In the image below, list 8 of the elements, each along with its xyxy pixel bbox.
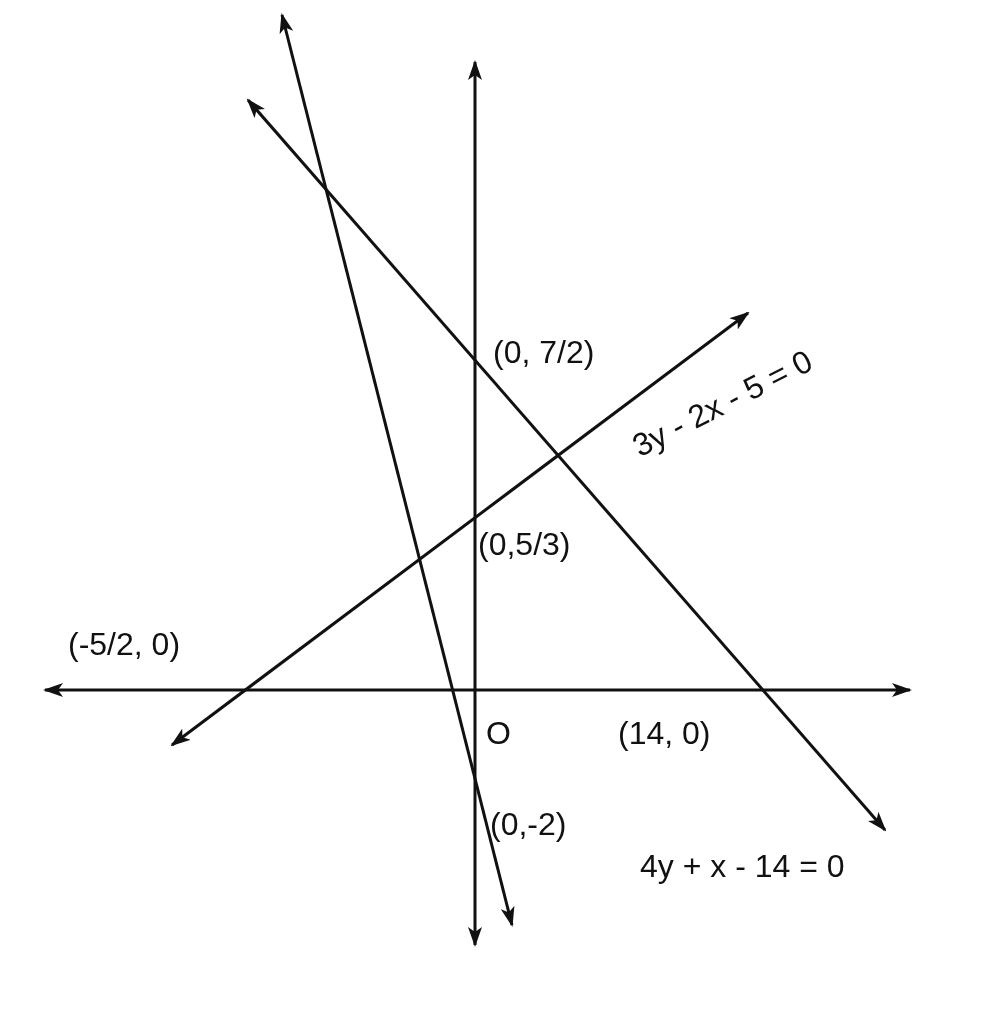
point-label: (14, 0) — [618, 717, 711, 749]
equation-label: 4y + x - 14 = 0 — [640, 850, 845, 882]
equation-label: 3y - 2x - 5 = 0 — [627, 344, 818, 462]
point-label: (0,-2) — [490, 808, 567, 840]
point-label: (-5/2, 0) — [68, 628, 181, 660]
point-label: (0, 7/2) — [493, 336, 595, 368]
origin-label: O — [486, 717, 511, 749]
point-label: (0,5/3) — [478, 528, 571, 560]
